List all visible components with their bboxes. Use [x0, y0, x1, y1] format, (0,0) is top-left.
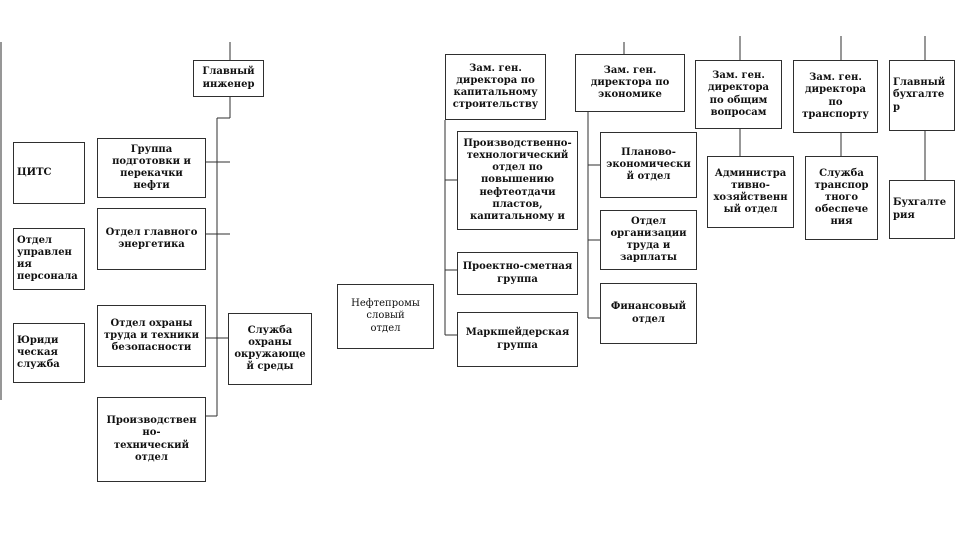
oil-preparation-group-box: Группа подготовки и перекачки нефти [97, 138, 206, 198]
transport-service-box: Служба транспор тного обеспече ния [805, 156, 878, 240]
hr-dept-box: Отдел управлен ия персонала [13, 228, 85, 290]
chief-power-engineer-dept-box: Отдел главного энергетика [97, 208, 206, 270]
cits-box: ЦИТС [13, 142, 85, 204]
design-estimate-group-box: Проектно-сметная группа [457, 252, 578, 295]
planning-economic-dept-box: Планово- экономически й отдел [600, 132, 697, 198]
labor-organization-dept-box: Отдел организации труда и зарплаты [600, 210, 697, 270]
accounting-dept-box: Бухгалте рия [889, 180, 955, 239]
labor-safety-dept-box: Отдел охраны труда и техники безопасност… [97, 305, 206, 367]
deputy-transport-box: Зам. ген. директора по транспорту [793, 60, 878, 133]
deputy-economics-box: Зам. ген. директора по экономике [575, 54, 685, 112]
production-technical-dept-box: Производствен но- технический отдел [97, 397, 206, 482]
legal-service-box: Юриди ческая служба [13, 323, 85, 383]
environment-protection-service-box: Служба охраны окружающе й среды [228, 313, 312, 385]
oilfield-dept-box: Нефтепромы словый отдел [337, 284, 434, 349]
finance-dept-box: Финансовый отдел [600, 283, 697, 344]
prod-tech-oil-recovery-dept-box: Производственно- технологический отдел п… [457, 131, 578, 230]
administrative-dept-box: Администра тивно- хозяйственн ый отдел [707, 156, 794, 228]
chief-engineer-box: Главный инженер [193, 60, 264, 97]
deputy-general-affairs-box: Зам. ген. директора по общим вопросам [695, 60, 782, 129]
deputy-capital-construction-box: Зам. ген. директора по капитальному стро… [445, 54, 546, 120]
chief-accountant-box: Главный бухгалте р [889, 60, 955, 131]
survey-group-box: Маркшейдерская группа [457, 312, 578, 367]
